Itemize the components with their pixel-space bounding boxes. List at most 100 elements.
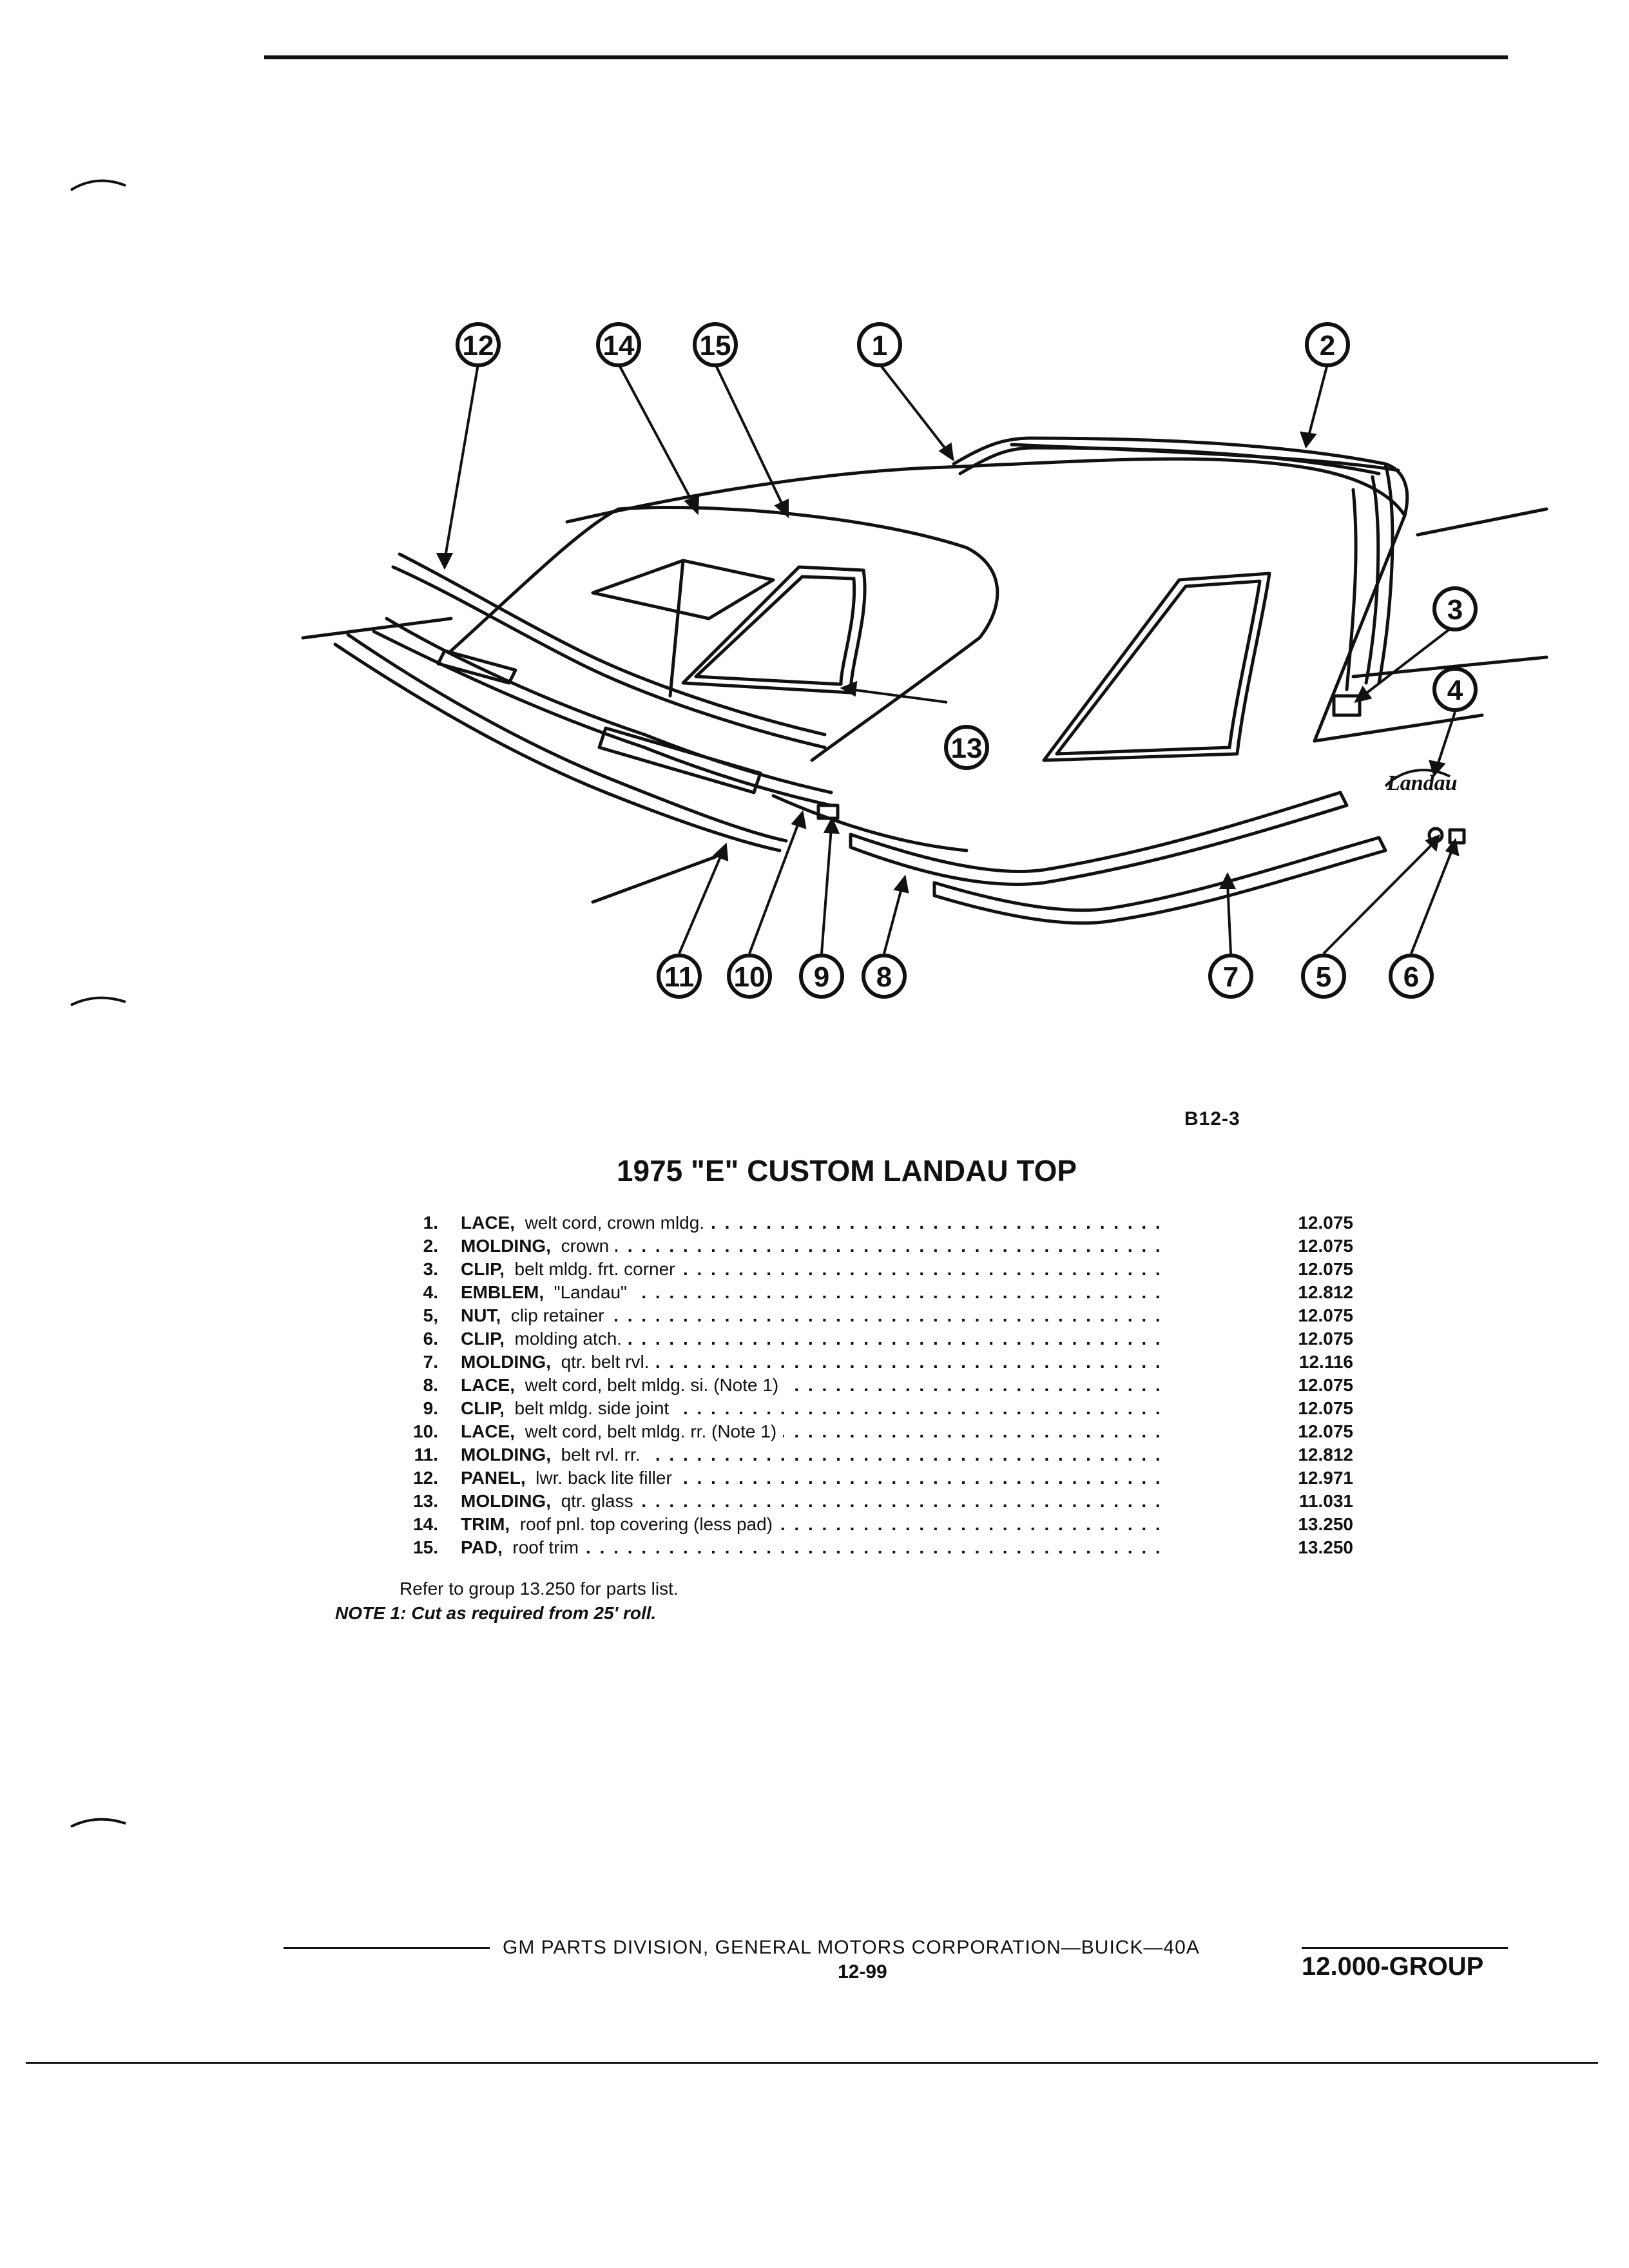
part-group: 12.812 (1298, 1445, 1353, 1465)
belt-molding-rear (398, 552, 827, 736)
part-name: LACE, (461, 1213, 515, 1233)
svg-text:4: 4 (1447, 675, 1463, 706)
part-name: MOLDING, (461, 1491, 551, 1511)
callout-6: 6 (1389, 954, 1434, 999)
part-row: 3. CLIP, belt mldg. frt. corner 12.075 (387, 1258, 1392, 1281)
part-number: 1. (423, 1213, 438, 1233)
svg-text:6: 6 (1403, 961, 1419, 993)
part-group: 12.075 (1298, 1305, 1353, 1325)
part-row: 7. MOLDING, qtr. belt rvl. 12.116 (387, 1350, 1392, 1374)
callout-8: 8 (862, 954, 907, 999)
figure-code: B12-3 (1184, 1108, 1240, 1129)
belt-molding-side (849, 791, 1349, 887)
part-number: 7. (423, 1352, 438, 1372)
corner-clip (1332, 694, 1362, 717)
part-name: MOLDING, (461, 1445, 551, 1465)
part-number: 2. (423, 1236, 438, 1256)
callout-1: 1 (857, 322, 902, 367)
note-text: NOTE 1: Cut as required from 25' roll. (335, 1603, 657, 1623)
part-description: welt cord, crown mldg. (525, 1213, 705, 1233)
part-name: TRIM, (461, 1514, 510, 1534)
landau-top-diagram: Landau 12 14 15 1 2 3 4 13 11 10 9 8 7 5… (301, 322, 1548, 999)
part-group: 12.075 (1298, 1398, 1353, 1418)
part-name: LACE, (461, 1421, 515, 1441)
part-description: qtr. glass (561, 1491, 633, 1511)
part-group: 12.075 (1298, 1236, 1353, 1256)
part-label: CLIP, belt mldg. frt. corner (461, 1258, 682, 1281)
part-group: 12.075 (1298, 1213, 1353, 1233)
part-name: PAD, (461, 1537, 503, 1557)
callout-7: 7 (1208, 954, 1253, 999)
attach-clip (1448, 828, 1466, 845)
part-group: 12.116 (1298, 1352, 1353, 1372)
part-label: MOLDING, crown (461, 1235, 616, 1258)
part-row: 1. LACE, welt cord, crown mldg. 12.075 (387, 1211, 1392, 1235)
svg-text:14: 14 (603, 330, 635, 361)
part-name: NUT, (461, 1305, 501, 1325)
part-group: 12.812 (1298, 1282, 1353, 1302)
svg-text:11: 11 (664, 961, 695, 993)
crown-molding (952, 436, 1409, 517)
svg-text:15: 15 (700, 330, 731, 361)
callout-2: 2 (1305, 322, 1350, 367)
part-description: roof pnl. top covering (less pad) (519, 1514, 773, 1534)
svg-text:13: 13 (951, 733, 983, 764)
part-number: 9. (423, 1398, 438, 1418)
callout-3: 3 (1432, 586, 1478, 631)
part-description: clip retainer (510, 1305, 604, 1325)
callout-4: 4 (1432, 667, 1478, 712)
part-description: belt rvl. rr. (561, 1445, 641, 1465)
part-description: roof trim (512, 1537, 579, 1557)
part-group: 13.250 (1298, 1537, 1353, 1557)
part-description: welt cord, belt mldg. rr. (Note 1) (525, 1421, 777, 1441)
part-label: TRIM, roof pnl. top covering (less pad) (461, 1513, 779, 1536)
back-lite (449, 506, 999, 762)
part-name: CLIP, (461, 1329, 505, 1349)
part-name: LACE, (461, 1375, 515, 1395)
page-number: 12-99 (838, 1961, 887, 1983)
svg-text:7: 7 (1223, 961, 1239, 993)
part-row: 14.TRIM, roof pnl. top covering (less pa… (387, 1513, 1392, 1536)
lower-back-lite-filler (385, 617, 833, 794)
part-label: LACE, welt cord, belt mldg. rr. (Note 1) (461, 1420, 784, 1443)
part-label: MOLDING, qtr. belt rvl. (461, 1350, 656, 1374)
part-number: 3. (423, 1259, 438, 1279)
part-label: CLIP, belt mldg. side joint (461, 1397, 676, 1420)
side-joint-clip (816, 803, 840, 820)
part-label: MOLDING, belt rvl. rr. (461, 1443, 647, 1466)
svg-text:Landau: Landau (1386, 771, 1458, 795)
svg-text:3: 3 (1447, 594, 1463, 626)
part-row: 9. CLIP, belt mldg. side joint 12.075 (387, 1397, 1392, 1420)
binder-marks (70, 179, 126, 1828)
part-label: LACE, welt cord, crown mldg. (461, 1211, 711, 1235)
part-group: 13.250 (1298, 1514, 1353, 1534)
part-label: LACE, welt cord, belt mldg. si. (Note 1) (461, 1374, 786, 1397)
svg-text:1: 1 (872, 330, 887, 361)
part-description: crown (561, 1236, 610, 1256)
callout-12: 12 (456, 322, 501, 367)
qtr-belt-reveal (932, 836, 1387, 925)
part-number: 6. (423, 1329, 438, 1349)
part-description: molding atch. (514, 1329, 622, 1349)
part-label: NUT, clip retainer (461, 1304, 611, 1327)
part-row: 2. MOLDING, crown 12.075 (387, 1235, 1392, 1258)
part-group: 12.075 (1298, 1375, 1353, 1395)
part-number: 10. (413, 1421, 438, 1441)
part-label: PAD, roof trim (461, 1536, 586, 1559)
part-group: 12.075 (1298, 1259, 1353, 1279)
footer-rule-left (284, 1947, 490, 1949)
part-row: 11.MOLDING, belt rvl. rr.12.812 (387, 1443, 1392, 1466)
callout-14: 14 (596, 322, 641, 367)
part-number: 13. (413, 1491, 438, 1511)
callout-9: 9 (799, 954, 844, 999)
svg-text:9: 9 (814, 961, 829, 993)
part-group: 11.031 (1298, 1491, 1353, 1511)
part-row: 13. MOLDING, qtr. glass 11.031 (387, 1490, 1392, 1513)
part-description: welt cord, belt mldg. si. (Note 1) (525, 1375, 779, 1395)
part-description: lwr. back lite filler (535, 1468, 672, 1488)
part-group: 12.075 (1298, 1421, 1353, 1441)
svg-text:10: 10 (734, 961, 766, 993)
